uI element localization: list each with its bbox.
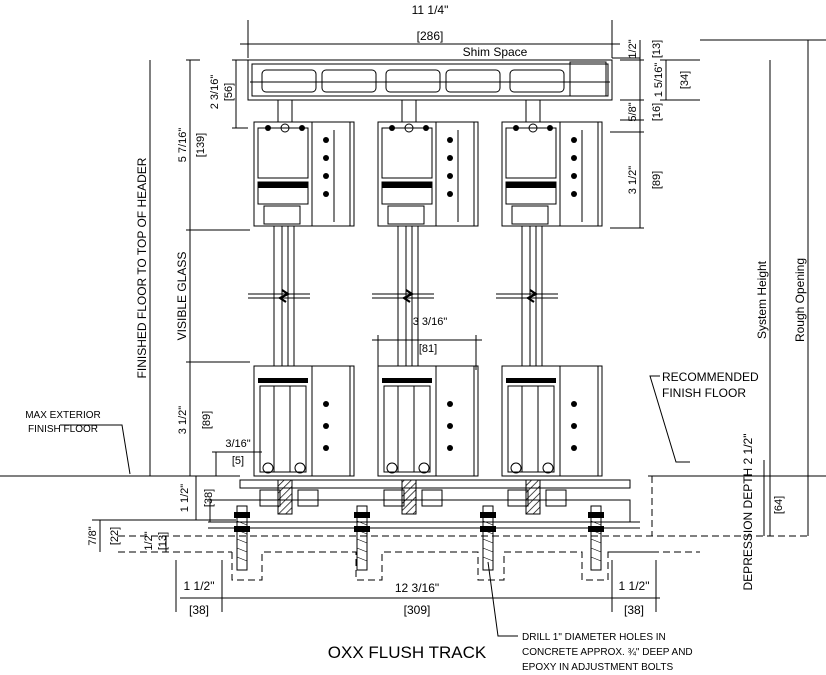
top-width-mm-label: [286] bbox=[417, 29, 444, 43]
top-panel-label: 5 7/16" bbox=[177, 128, 189, 163]
floor-slab bbox=[0, 475, 826, 581]
depression-depth-label: DEPRESSION DEPTH 2 1/2" bbox=[741, 434, 755, 591]
top-width-label: 11 1/4" bbox=[412, 3, 449, 17]
dimension-lines bbox=[60, 20, 826, 637]
panel-section-3 bbox=[496, 121, 603, 515]
three-16-mm-label: [5] bbox=[232, 455, 244, 467]
max-exterior-line1: MAX EXTERIOR bbox=[25, 410, 101, 421]
bottom-width-mm-label: [309] bbox=[404, 603, 431, 617]
panel-section-1 bbox=[248, 121, 355, 515]
system-height-label: System Height bbox=[755, 260, 769, 339]
drill-note-line3: EPOXY IN ADJUSTMENT BOLTS bbox=[522, 662, 673, 673]
one-5-16-label: 1 5/16" bbox=[653, 63, 665, 98]
panel-width-label: 3 3/16" bbox=[413, 316, 448, 328]
recommended-line1: RECOMMENDED bbox=[662, 370, 759, 384]
max-exterior-line2: FINISH FLOOR bbox=[28, 424, 98, 435]
top-panel-mm-label: [139] bbox=[195, 133, 207, 157]
seven-eighths-label: 7/8" bbox=[87, 526, 99, 545]
upper-rail-label: 3 1/2" bbox=[627, 166, 639, 194]
half-inch-label: 1/2" bbox=[627, 39, 639, 58]
bottom-half-mm-label: [13] bbox=[157, 532, 169, 550]
visible-glass-label: VISIBLE GLASS bbox=[175, 252, 189, 341]
panel-width-mm-label: [81] bbox=[419, 343, 437, 355]
drill-note-line2: CONCRETE APPROX. ¾" DEEP AND bbox=[522, 647, 693, 658]
half-inch-mm-label: [13] bbox=[651, 40, 663, 58]
drawing-title: OXX FLUSH TRACK bbox=[328, 643, 487, 662]
track-height-mm-label: [38] bbox=[203, 489, 215, 507]
finished-floor-header-label: FINISHED FLOOR TO TOP OF HEADER bbox=[135, 157, 149, 378]
seven-eighths-mm-label: [22] bbox=[109, 527, 121, 545]
adjustment-bolts bbox=[234, 505, 604, 571]
panel-group bbox=[248, 121, 603, 515]
header-depth-mm-label: [56] bbox=[223, 83, 235, 101]
right-edge-label: 1 1/2" bbox=[619, 579, 650, 593]
right-edge-mm-label: [38] bbox=[624, 603, 644, 617]
three-16-label: 3/16" bbox=[225, 438, 250, 450]
left-edge-mm-label: [38] bbox=[189, 603, 209, 617]
bottom-width-label: 12 3/16" bbox=[395, 581, 439, 595]
track-height-label: 1 1/2" bbox=[179, 484, 191, 512]
recommended-line2: FINISH FLOOR bbox=[662, 386, 746, 400]
five-eighths-label: 5/8" bbox=[627, 102, 639, 121]
upper-rail-mm-label: [89] bbox=[651, 171, 663, 189]
anchor-bolt-1 bbox=[234, 505, 250, 571]
anchor-bolt-2 bbox=[354, 505, 370, 571]
lower-rail-mm-label: [89] bbox=[201, 411, 213, 429]
five-eighths-mm-label: [16] bbox=[651, 103, 663, 121]
anchor-bolt-3 bbox=[480, 505, 496, 571]
drill-note-line1: DRILL 1" DIAMETER HOLES IN bbox=[522, 632, 666, 643]
lower-rail-label: 3 1/2" bbox=[177, 406, 189, 434]
depression-mm-label: [64] bbox=[773, 496, 785, 514]
rough-opening-label: Rough Opening bbox=[793, 258, 807, 342]
panel-section-2 bbox=[372, 121, 479, 515]
one-5-16-mm-label: [34] bbox=[679, 71, 691, 89]
bottom-half-label: 1/2" bbox=[143, 531, 155, 550]
shim-space-label: Shim Space bbox=[463, 45, 528, 59]
header-frame bbox=[247, 59, 613, 133]
left-edge-label: 1 1/2" bbox=[184, 579, 215, 593]
anchor-bolt-4 bbox=[588, 505, 604, 571]
annotation-text: 11 1/4" [286] Shim Space 2 3/16" [56] 5 … bbox=[25, 3, 807, 673]
header-depth-label: 2 3/16" bbox=[209, 75, 221, 110]
